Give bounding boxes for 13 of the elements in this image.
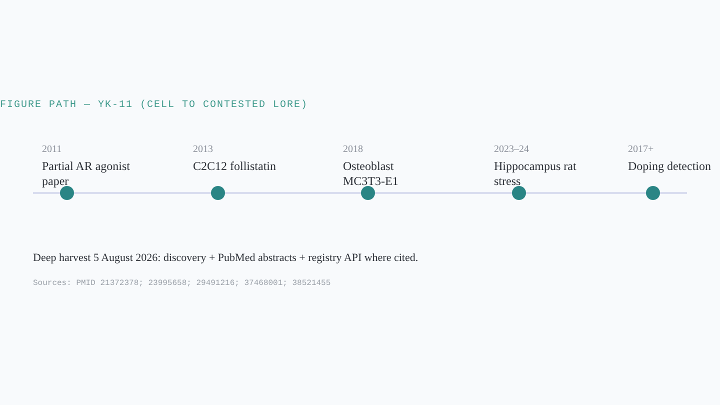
event-label: Hippocampus rat stress	[494, 159, 578, 189]
year-label: 2013	[193, 143, 214, 157]
caption: Deep harvest 5 August 2026: discovery + PubMed abstracts + registry API where cited.	[33, 251, 418, 266]
year-label: 2018	[343, 143, 364, 157]
year-label: 2011	[42, 143, 63, 157]
event-label: C2C12 follistatin	[193, 159, 278, 174]
diagram-title: FIGURE PATH — YK-11 (CELL TO CONTESTED LORE)	[0, 98, 308, 113]
event-label: Doping detection	[628, 159, 712, 174]
event-label: Osteoblast MC3T3-E1	[343, 159, 400, 189]
year-label: 2023–24	[494, 143, 530, 157]
sources-note: Sources: PMID 21372378; 23995658; 29491216; 37468001; 38521455	[33, 278, 331, 290]
event-label: Partial AR agonist paper	[42, 159, 131, 189]
year-label: 2017+	[628, 143, 655, 157]
